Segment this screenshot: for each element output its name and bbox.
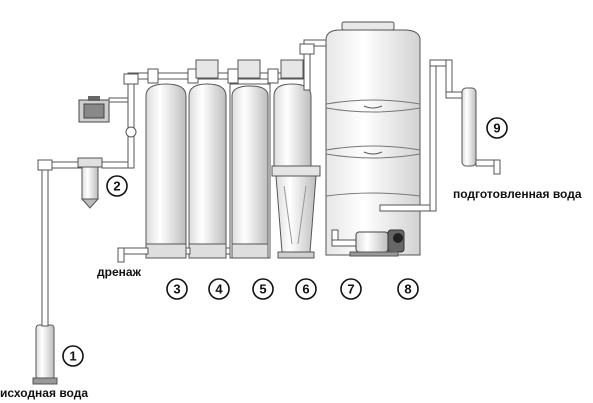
filter-column-6	[273, 59, 312, 169]
dosing-unit	[78, 96, 132, 123]
tank-feed-pipe	[299, 39, 329, 91]
badge-2: 2	[106, 175, 128, 197]
drain-line	[117, 247, 231, 263]
drain-label: дренаж	[97, 265, 142, 279]
submersible-pump	[32, 324, 58, 385]
badge-1: 1	[62, 345, 84, 367]
badge-3-text: 3	[173, 282, 180, 297]
badge-4-text: 4	[215, 282, 223, 297]
badge-5-text: 5	[259, 282, 266, 297]
badge-6: 6	[295, 278, 317, 300]
badge-3: 3	[166, 278, 188, 300]
storage-tank	[325, 21, 421, 256]
badge-1-text: 1	[69, 349, 76, 364]
badge-8-text: 8	[404, 282, 411, 297]
badge-9: 9	[486, 117, 508, 139]
prefilter	[77, 157, 133, 209]
badge-8: 8	[397, 278, 419, 300]
riser-pipe	[37, 159, 83, 327]
booster-pump	[331, 229, 405, 257]
badge-7: 7	[340, 278, 362, 300]
output-pipe	[379, 59, 501, 212]
badge-5: 5	[252, 278, 274, 300]
badge-4: 4	[208, 278, 230, 300]
badge-9-text: 9	[493, 121, 500, 136]
source-water-label: исходная вода	[0, 386, 88, 400]
treated-water-label: подготовленная вода	[453, 187, 582, 201]
badge-7-text: 7	[347, 282, 354, 297]
filter-column-4	[188, 59, 227, 259]
badge-6-text: 6	[302, 282, 309, 297]
filter-column-3	[145, 83, 187, 259]
filter-column-5	[229, 59, 271, 259]
brine-tank	[271, 165, 321, 259]
badge-2-text: 2	[113, 179, 120, 194]
